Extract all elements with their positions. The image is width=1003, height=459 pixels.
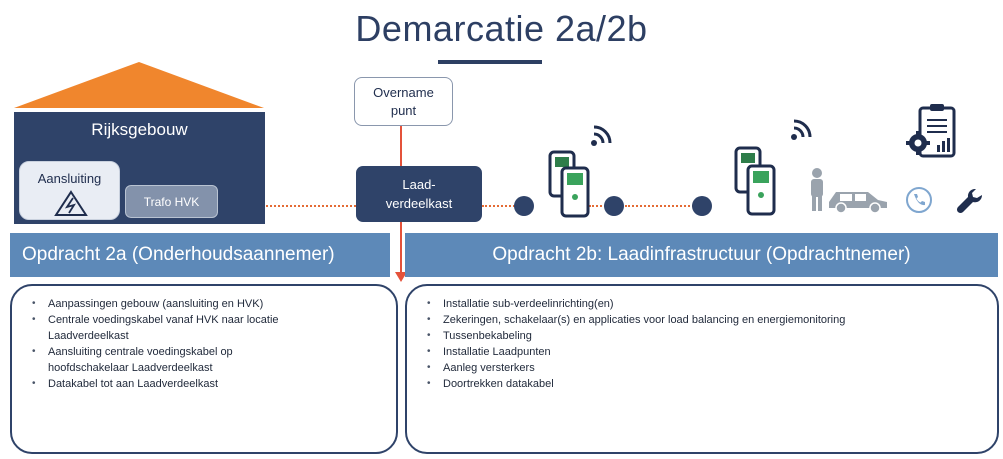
wifi-icon	[791, 119, 812, 140]
overname-line2: punt	[390, 103, 417, 118]
trafo-label: Trafo HVK	[143, 195, 200, 209]
aansluiting-box: Aansluiting	[19, 161, 120, 220]
list-item: Aanpassingen gebouw (aansluiting en HVK)	[32, 296, 376, 312]
list-item: Aansluiting centrale voedingskabel op ho…	[32, 344, 376, 376]
list-item: Datakabel tot aan Laadverdeelkast	[32, 376, 376, 392]
trafo-box: Trafo HVK	[125, 185, 218, 218]
wrench-icon	[956, 188, 983, 214]
list-item: Doortrekken datakabel	[427, 376, 977, 392]
header-opdracht-2a: Opdracht 2a (Onderhoudsaannemer)	[10, 233, 390, 277]
warning-electric-icon	[54, 190, 88, 216]
list-opdracht-2a: Aanpassingen gebouw (aansluiting en HVK)…	[32, 296, 376, 392]
laadverdeelkast-box: Laad- verdeelkast	[356, 166, 482, 222]
list-item: Aanleg versterkers	[427, 360, 977, 376]
aansluiting-label: Aansluiting	[37, 171, 102, 186]
overname-punt-box: Overname punt	[354, 77, 453, 126]
charger-icon	[548, 150, 590, 218]
network-node	[514, 196, 534, 216]
list-item: Tussenbekabeling	[427, 328, 977, 344]
list-item: Zekeringen, schakelaar(s) en applicaties…	[427, 312, 977, 328]
list-item: Installatie Laadpunten	[427, 344, 977, 360]
person-icon	[811, 168, 823, 211]
connector-kast-nodes	[482, 205, 522, 207]
list-item: Installatie sub-verdeelinrichting(en)	[427, 296, 977, 312]
report-gear-icon	[906, 104, 956, 158]
phone-icon	[906, 187, 932, 213]
header-opdracht-2b: Opdracht 2b: Laadinfrastructuur (Opdrach…	[405, 233, 998, 277]
list-opdracht-2b: Installatie sub-verdeelinrichting(en) Ze…	[427, 296, 977, 392]
content-opdracht-2a: Aanpassingen gebouw (aansluiting en HVK)…	[10, 284, 398, 454]
connector-node1	[589, 205, 617, 207]
building-roof	[14, 62, 264, 108]
car-icon	[829, 192, 887, 214]
connector-node2	[625, 205, 702, 207]
network-node	[604, 196, 624, 216]
laadkast-line2: verdeelkast	[385, 196, 453, 211]
laadkast-line1: Laad-	[402, 177, 436, 192]
page-title: Demarcatie 2a/2b	[355, 8, 648, 49]
charger-icon	[734, 146, 776, 216]
network-node	[692, 196, 712, 216]
building-label: Rijksgebouw	[91, 120, 188, 139]
list-item: Centrale voedingskabel vanaf HVK naar lo…	[32, 312, 376, 344]
overname-line1: Overname	[373, 85, 434, 100]
demarcation-arrow	[395, 272, 407, 282]
content-opdracht-2b: Installatie sub-verdeelinrichting(en) Ze…	[405, 284, 999, 454]
wifi-icon	[591, 125, 612, 146]
connector-building-kast	[266, 205, 356, 207]
title-underline	[438, 60, 542, 64]
